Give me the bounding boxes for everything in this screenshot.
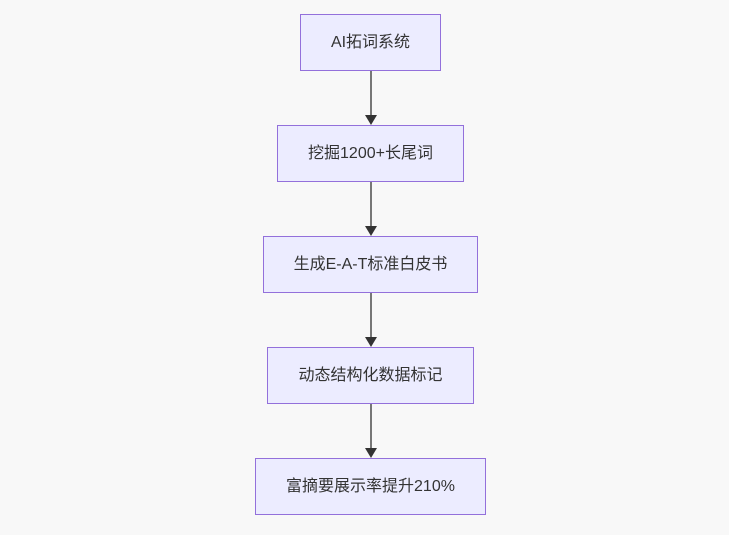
edge-line bbox=[369, 404, 372, 449]
flow-arrow-4 bbox=[364, 404, 377, 458]
arrowhead-down bbox=[364, 226, 377, 236]
arrowhead-down bbox=[364, 115, 377, 125]
arrowhead-down bbox=[364, 448, 377, 458]
node-structured-data-markup: 动态结构化数据标记 bbox=[267, 347, 474, 404]
flow-arrow-2 bbox=[364, 182, 377, 236]
flowchart-canvas: AI拓词系统 挖掘1200+长尾词 生成E-A-T标准白皮书 动态结构化数据标记… bbox=[6, 0, 729, 535]
node-eat-whitepaper: 生成E-A-T标准白皮书 bbox=[262, 236, 479, 293]
edge-line bbox=[369, 182, 372, 227]
node-rich-snippet-uplift: 富摘要展示率提升210% bbox=[255, 458, 486, 515]
arrowhead-down bbox=[364, 337, 377, 347]
node-ai-expansion-system: AI拓词系统 bbox=[299, 14, 442, 71]
flow-arrow-3 bbox=[364, 293, 377, 347]
flow-arrow-1 bbox=[364, 71, 377, 125]
node-longtail-keyword-mining: 挖掘1200+长尾词 bbox=[277, 125, 464, 182]
edge-line bbox=[369, 71, 372, 116]
edge-line bbox=[369, 293, 372, 338]
